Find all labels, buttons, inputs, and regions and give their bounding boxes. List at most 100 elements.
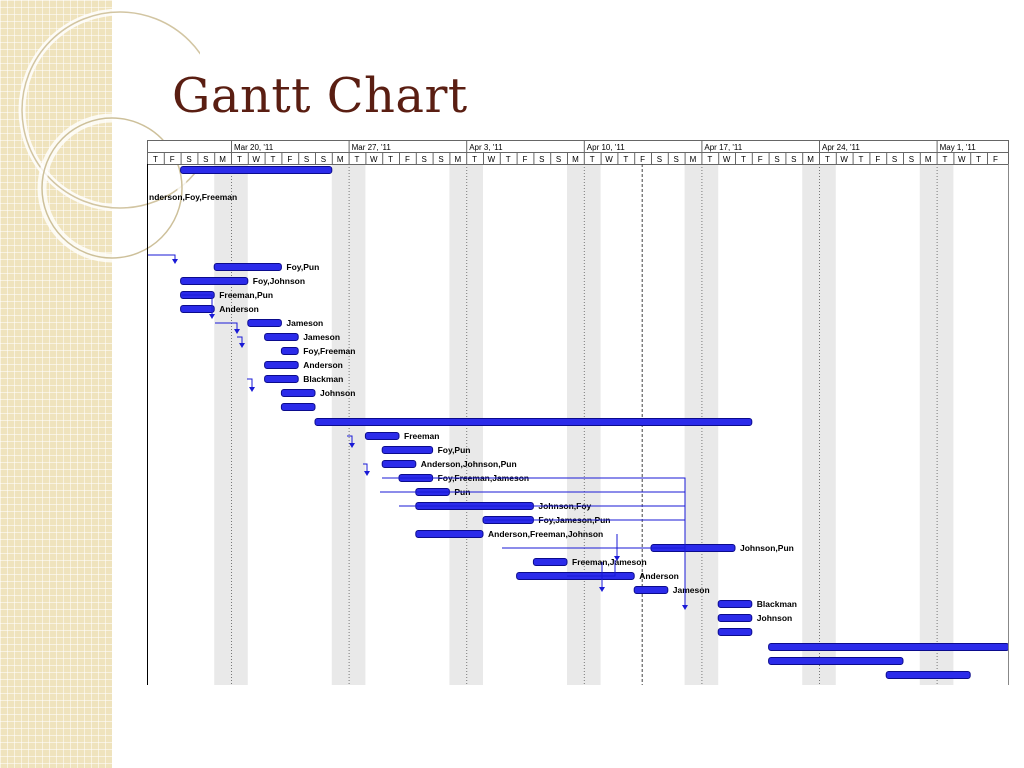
task-bar [213, 263, 282, 271]
day-label: F [170, 155, 175, 164]
day-label: S [186, 155, 191, 164]
day-label: T [472, 155, 477, 164]
task-bar [717, 614, 753, 622]
day-label: F [993, 155, 998, 164]
day-label: M [925, 155, 932, 164]
task-label: Jameson [303, 332, 340, 342]
week-label: Apr 10, '11 [587, 143, 625, 152]
week-label: Mar 20, '11 [234, 143, 274, 152]
day-label: T [590, 155, 595, 164]
task-label: Anderson [639, 571, 679, 581]
task-label: Blackman [303, 374, 343, 384]
day-label: M [807, 155, 814, 164]
day-label: M [572, 155, 579, 164]
day-label: F [405, 155, 410, 164]
day-label: T [271, 155, 276, 164]
day-label: W [958, 155, 966, 164]
day-label: F [640, 155, 645, 164]
day-label: T [623, 155, 628, 164]
day-label: S [892, 155, 897, 164]
task-label: Anderson,Freeman,Johnson [488, 529, 603, 539]
task-bar [381, 446, 434, 454]
dependency-link [382, 477, 686, 600]
task-bar [768, 643, 1009, 651]
task-bar [180, 305, 215, 313]
day-label: M [690, 155, 697, 164]
day-label: W [723, 155, 731, 164]
week-label: Apr 3, '11 [469, 143, 503, 152]
task-label: Freeman,Pun [219, 290, 273, 300]
task-label: Foy,Freeman [303, 346, 355, 356]
day-label: S [422, 155, 427, 164]
weekend-shade [819, 164, 836, 685]
weekend-shade [214, 164, 231, 685]
dependency-link [347, 435, 353, 446]
task-bar [180, 166, 333, 174]
day-label: S [203, 155, 208, 164]
task-bar [768, 657, 904, 665]
task-bar [717, 600, 753, 608]
dependency-link [502, 547, 686, 608]
day-label: S [909, 155, 914, 164]
day-label: W [488, 155, 496, 164]
day-label: F [287, 155, 292, 164]
task-bar [264, 333, 299, 341]
task-label: Foy,Pun [438, 445, 471, 455]
gantt-chart: Mar 20, '11 Mar 27, '11 Apr 3, '11 Apr 10, … [147, 140, 1009, 685]
dependency-link [567, 560, 616, 577]
dependency-arrow [172, 259, 178, 264]
dependency-arrow [682, 605, 688, 610]
task-label: Anderson,Johnson,Pun [421, 459, 517, 469]
day-label: F [758, 155, 763, 164]
week-label: Apr 17, '11 [704, 143, 742, 152]
day-label: T [943, 155, 948, 164]
task-bar [415, 530, 484, 538]
dependency-arrow [249, 387, 255, 392]
task-label: Johnson [320, 388, 355, 398]
task-bar [717, 628, 753, 636]
day-label: T [237, 155, 242, 164]
task-label: Anderson [219, 304, 259, 314]
day-label: W [840, 155, 848, 164]
day-label: S [539, 155, 544, 164]
task-bar [280, 389, 316, 397]
task-bar [381, 460, 417, 468]
weekend-shade [231, 164, 248, 685]
weekend-shade [802, 164, 819, 685]
task-label: Johnson [757, 613, 792, 623]
dependency-arrow [239, 343, 245, 348]
week-label: May 1, '11 [940, 143, 977, 152]
task-bar [264, 361, 299, 369]
task-label: Foy,Pun [286, 262, 319, 272]
day-label: S [657, 155, 662, 164]
day-label: S [304, 155, 309, 164]
day-label: T [153, 155, 158, 164]
week-label: Apr 24, '11 [822, 143, 860, 152]
task-bar [364, 432, 400, 440]
day-label: M [219, 155, 226, 164]
task-bar [264, 375, 299, 383]
day-label: M [454, 155, 461, 164]
task-bar [247, 319, 282, 327]
decorative-circles [18, 8, 200, 263]
day-label: T [976, 155, 981, 164]
task-label: Anderson [303, 360, 343, 370]
day-label: M [337, 155, 344, 164]
day-label: T [741, 155, 746, 164]
day-label: T [506, 155, 511, 164]
task-label: Blackman [757, 599, 797, 609]
dependency-link [363, 463, 368, 474]
dependency-link [247, 378, 253, 390]
day-label: S [438, 155, 443, 164]
dependency-arrow [209, 314, 215, 319]
week-label: Mar 27, '11 [352, 143, 392, 152]
task-label: Jameson [673, 585, 710, 595]
task-bar [532, 558, 568, 566]
task-label: nderson,Foy,Freeman [149, 192, 237, 202]
task-bar [633, 586, 669, 594]
dependency-link [147, 254, 176, 262]
day-label: W [252, 155, 260, 164]
task-bar [280, 347, 299, 355]
task-label: Freeman,Jameson [572, 557, 647, 567]
task-bar [314, 418, 753, 426]
